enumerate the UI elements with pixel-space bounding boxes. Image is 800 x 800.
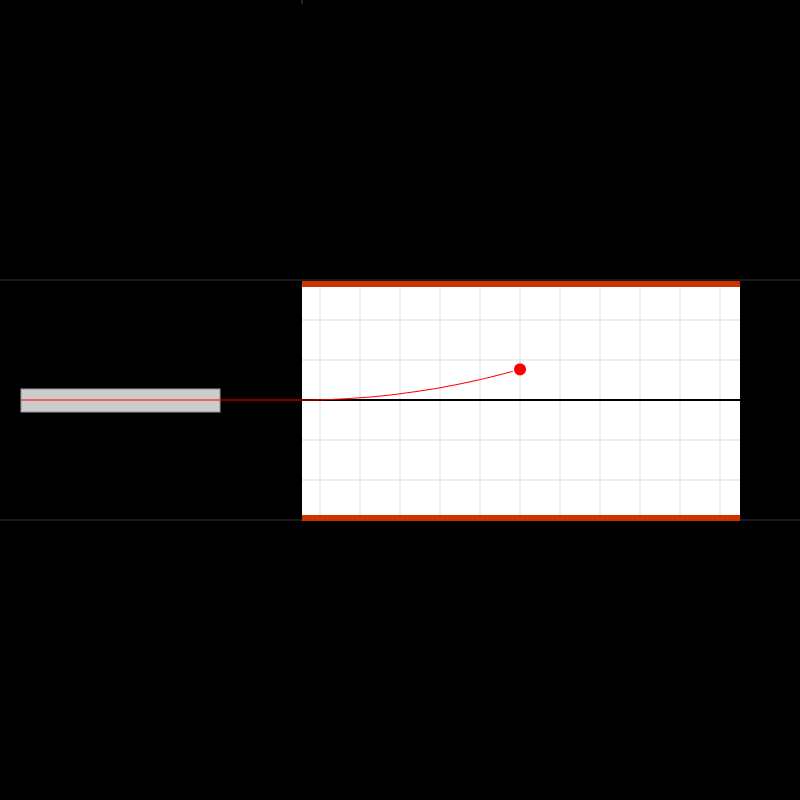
particle bbox=[514, 363, 526, 376]
deflected-trajectory bbox=[302, 370, 513, 401]
field-region bbox=[302, 285, 740, 518]
bottom-plate bbox=[302, 515, 740, 521]
top-plate bbox=[302, 281, 740, 287]
